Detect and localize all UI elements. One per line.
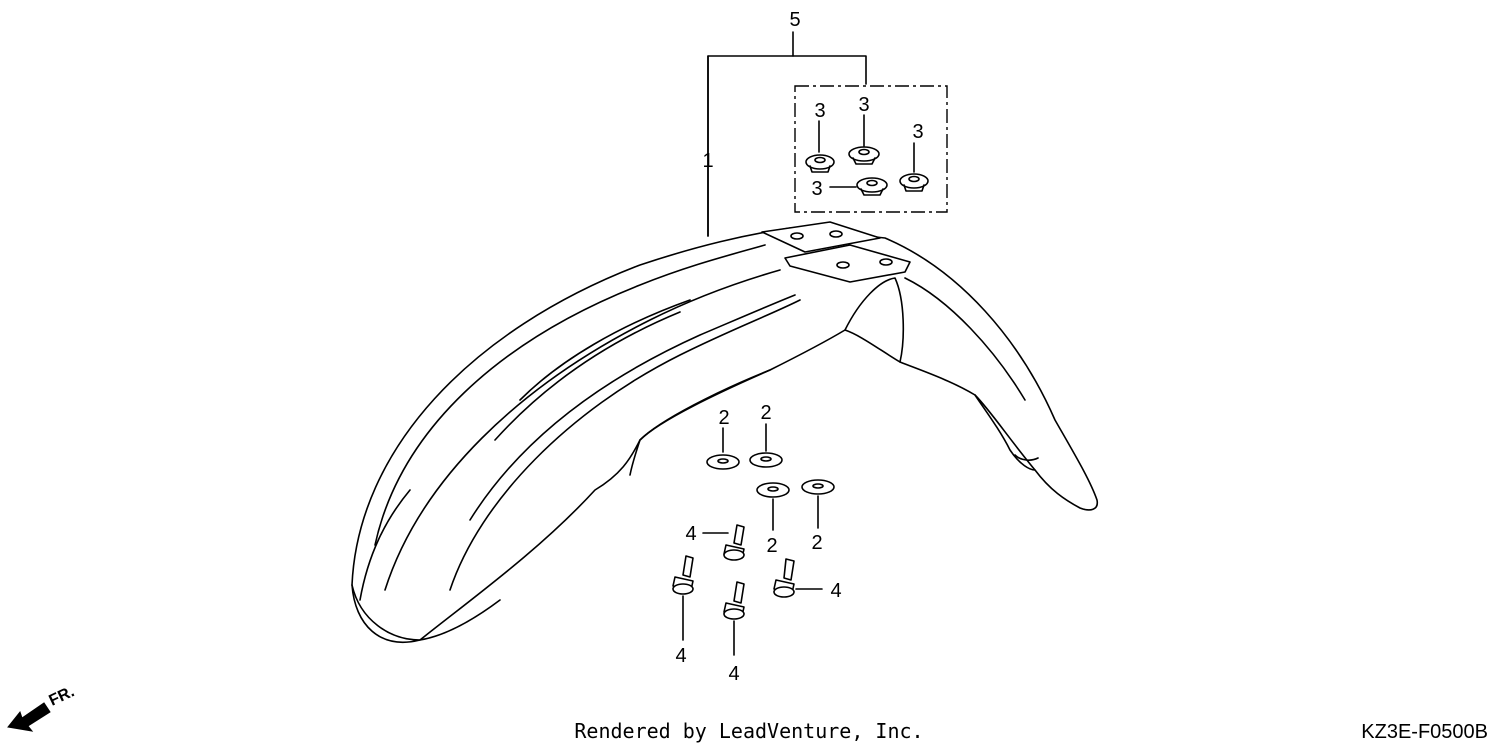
grommet bbox=[829, 177, 888, 196]
washer bbox=[749, 423, 783, 468]
front-arrow-icon bbox=[7, 702, 51, 732]
grommet bbox=[848, 114, 880, 165]
label-fender: 1 bbox=[702, 150, 713, 172]
bolt bbox=[672, 555, 694, 641]
bolt bbox=[773, 558, 823, 598]
footer-credit: Rendered by LeadVenture, Inc. bbox=[574, 719, 923, 743]
label-grommet: 3 bbox=[858, 94, 869, 116]
label-assembly: 5 bbox=[789, 9, 800, 31]
label-washer: 2 bbox=[760, 402, 771, 424]
washer bbox=[801, 479, 835, 529]
grommet-box bbox=[794, 85, 948, 213]
label-washer: 2 bbox=[718, 407, 729, 429]
washer bbox=[706, 427, 740, 470]
bolt bbox=[702, 524, 745, 561]
assembly-bracket bbox=[707, 31, 867, 237]
label-grommet: 3 bbox=[814, 100, 825, 122]
grommet bbox=[805, 120, 835, 173]
bolt bbox=[723, 581, 745, 656]
label-bolt: 4 bbox=[728, 663, 739, 685]
label-washer: 2 bbox=[766, 535, 777, 557]
label-bolt: 4 bbox=[685, 523, 696, 545]
label-grommet: 3 bbox=[811, 178, 822, 200]
diagram-code: KZ3E-F0500B bbox=[1361, 721, 1488, 743]
label-bolt: 4 bbox=[675, 645, 686, 667]
front-fender bbox=[351, 221, 1099, 643]
direction-marker: FR. bbox=[47, 683, 78, 709]
grommet bbox=[899, 142, 929, 192]
washer bbox=[756, 482, 790, 531]
label-grommet: 3 bbox=[912, 121, 923, 143]
label-bolt: 4 bbox=[830, 580, 841, 602]
label-washer: 2 bbox=[811, 532, 822, 554]
